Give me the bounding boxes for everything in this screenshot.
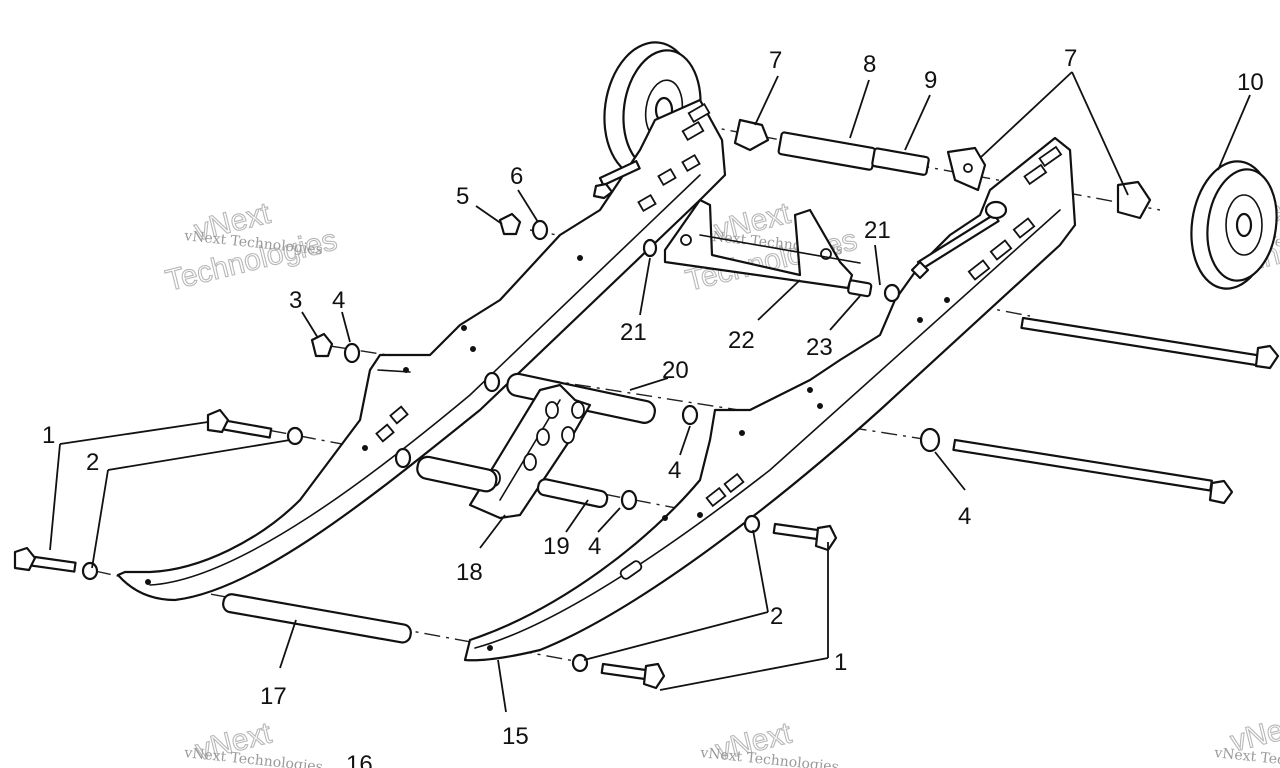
washer-4-c	[394, 447, 412, 469]
nut-5	[498, 212, 522, 236]
washer-4-a	[343, 342, 361, 364]
callout-9: 9	[924, 67, 937, 94]
callout-1: 1	[42, 422, 55, 449]
front-rail-bolt	[592, 159, 641, 200]
callout-5: 5	[456, 183, 469, 210]
washer-4-d	[681, 404, 699, 426]
callout-17: 17	[260, 683, 287, 710]
washer-21-left	[642, 238, 658, 258]
callout-4: 4	[958, 503, 971, 530]
callout-2: 2	[770, 603, 783, 630]
callout-16: 16	[346, 751, 373, 768]
callout-4: 4	[588, 533, 601, 560]
callout-20: 20	[662, 357, 689, 384]
callout-8: 8	[863, 51, 876, 78]
callout-23: 23	[806, 334, 833, 361]
callout-1: 1	[834, 649, 847, 676]
callout-labels: 7 8 9 7 10 6 5 21 21 22 23 3 4 20 4 4 1 …	[42, 45, 1264, 768]
callout-2: 2	[86, 449, 99, 476]
washer-2-right-upper	[743, 514, 761, 534]
washer-4-e	[620, 489, 638, 511]
callout-7: 7	[769, 47, 782, 74]
track-adjuster-bolt	[910, 200, 1008, 280]
callout-3: 3	[289, 287, 302, 314]
callout-19: 19	[543, 533, 570, 560]
washer-4-b	[483, 371, 501, 393]
callout-21: 21	[864, 217, 891, 244]
washer-2-right-lower	[571, 653, 589, 673]
leader-lines	[49, 71, 1251, 713]
washer-2-lower	[81, 561, 99, 581]
callout-10: 10	[1237, 69, 1264, 96]
front-arm-18	[416, 383, 609, 520]
washer-4-f	[919, 427, 941, 453]
callout-4: 4	[332, 287, 345, 314]
left-rail	[116, 98, 727, 602]
nut-3	[310, 332, 334, 358]
callout-18: 18	[456, 559, 483, 586]
callout-21: 21	[620, 319, 647, 346]
rear-torque-arm	[663, 198, 901, 303]
bolt-1-right-upper	[772, 522, 838, 552]
upper-shaft	[733, 118, 1152, 220]
callout-6: 6	[510, 163, 523, 190]
bolt-1-lower-left	[13, 546, 77, 573]
callout-4: 4	[668, 457, 681, 484]
washer-6	[531, 219, 549, 241]
callout-22: 22	[728, 327, 755, 354]
long-bolt-upper	[1020, 316, 1280, 370]
watermark-caption: vNext Technologies	[1213, 745, 1280, 768]
long-bolt-lower	[952, 438, 1234, 505]
bolt-1-right-lower	[600, 662, 666, 690]
callout-15: 15	[502, 723, 529, 750]
rear-idler-wheel	[1190, 160, 1278, 290]
shaft-17	[222, 593, 412, 644]
bolt-1-upper-left	[206, 408, 273, 439]
callout-7: 7	[1064, 45, 1077, 72]
washer-2-upper	[286, 426, 304, 446]
